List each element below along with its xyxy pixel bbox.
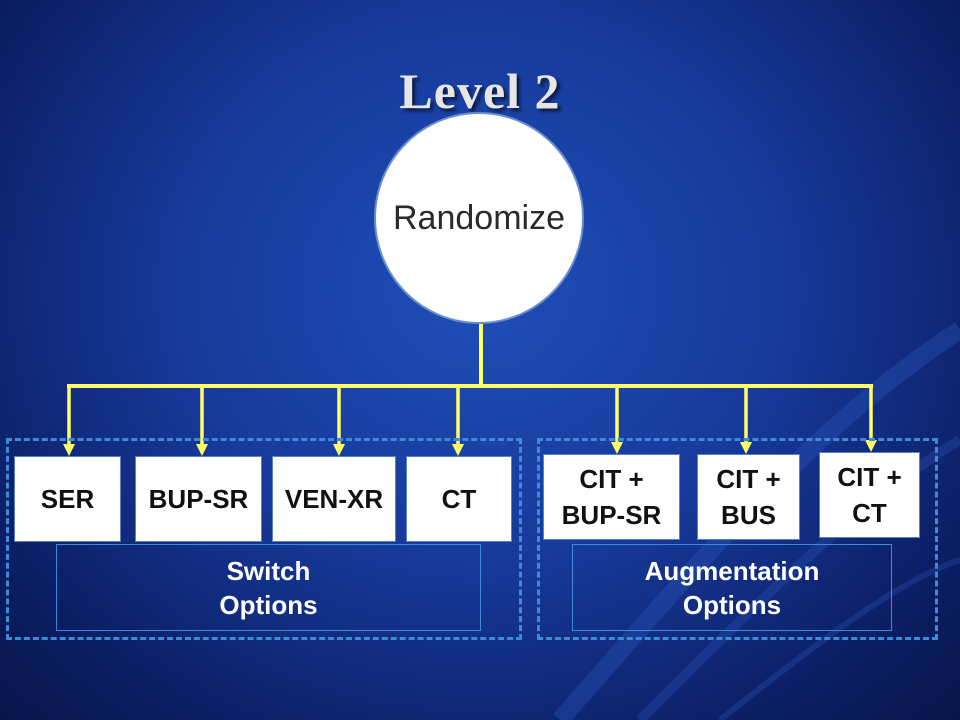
horizontal-connector xyxy=(67,384,873,388)
augmentation-options-group xyxy=(537,438,938,640)
randomize-node: Randomize xyxy=(374,112,584,324)
option-cit-ct: CIT + CT xyxy=(819,452,920,538)
arrowhead-ven-xr xyxy=(333,444,345,456)
option-bup-sr: BUP-SR xyxy=(135,456,262,542)
option-bup-sr-label: BUP-SR xyxy=(148,484,249,514)
option-cit-bus-line2: BUS xyxy=(721,500,776,530)
randomize-label: Randomize xyxy=(393,198,565,237)
option-ct-label: CT xyxy=(441,484,477,514)
option-cit-bup-sr-line2: BUP-SR xyxy=(561,500,662,530)
arrowhead-cit-bus xyxy=(740,442,752,454)
option-ser-label: SER xyxy=(40,484,95,514)
option-cit-ct-line1: CIT + xyxy=(837,462,902,492)
option-cit-bup-sr-line1: CIT + xyxy=(579,464,644,494)
option-ven-xr-label: VEN-XR xyxy=(284,484,384,514)
switch-options-line2: Options xyxy=(219,589,318,620)
augmentation-options-line2: Options xyxy=(682,589,782,620)
arrowhead-ct xyxy=(452,444,464,456)
arrowhead-ser xyxy=(63,444,75,456)
option-cit-bup-sr: CIT + BUP-SR xyxy=(543,454,680,540)
trunk-connector xyxy=(479,324,483,388)
arrowhead-bup-sr xyxy=(196,444,208,456)
switch-options-group xyxy=(6,438,522,640)
arrowhead-cit-ct xyxy=(865,440,877,452)
page-title: Level 2 xyxy=(399,63,561,119)
option-cit-ct-line2: CT xyxy=(852,498,887,528)
option-ser: SER xyxy=(14,456,121,542)
augmentation-options-line1: Augmentation xyxy=(644,555,820,586)
augmentation-options-label: Augmentation Options xyxy=(572,544,892,631)
option-cit-bus-line1: CIT + xyxy=(716,464,781,494)
option-ven-xr: VEN-XR xyxy=(272,456,396,542)
arrowhead-cit-bup-sr xyxy=(611,442,623,454)
switch-options-label: Switch Options xyxy=(56,544,481,631)
option-cit-bus: CIT + BUS xyxy=(697,454,800,540)
option-ct: CT xyxy=(406,456,512,542)
switch-options-line1: Switch xyxy=(226,555,311,586)
